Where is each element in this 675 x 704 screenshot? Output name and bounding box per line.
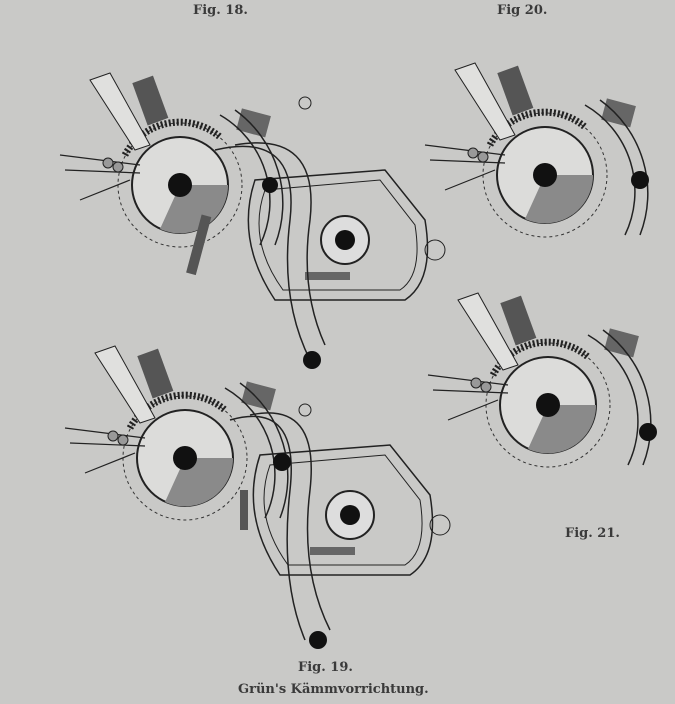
figure-19 [65,346,451,649]
fig18-caption: Fig. 18. [193,3,248,18]
page-title: Grün's Kämmvorrichtung. [238,682,429,697]
fig21-caption: Fig. 21. [565,526,620,541]
figure-20 [425,63,649,237]
figure-18 [60,73,446,369]
figure-21 [428,293,657,467]
fig19-caption: Fig. 19. [298,660,353,675]
fig20-caption: Fig 20. [497,3,548,18]
